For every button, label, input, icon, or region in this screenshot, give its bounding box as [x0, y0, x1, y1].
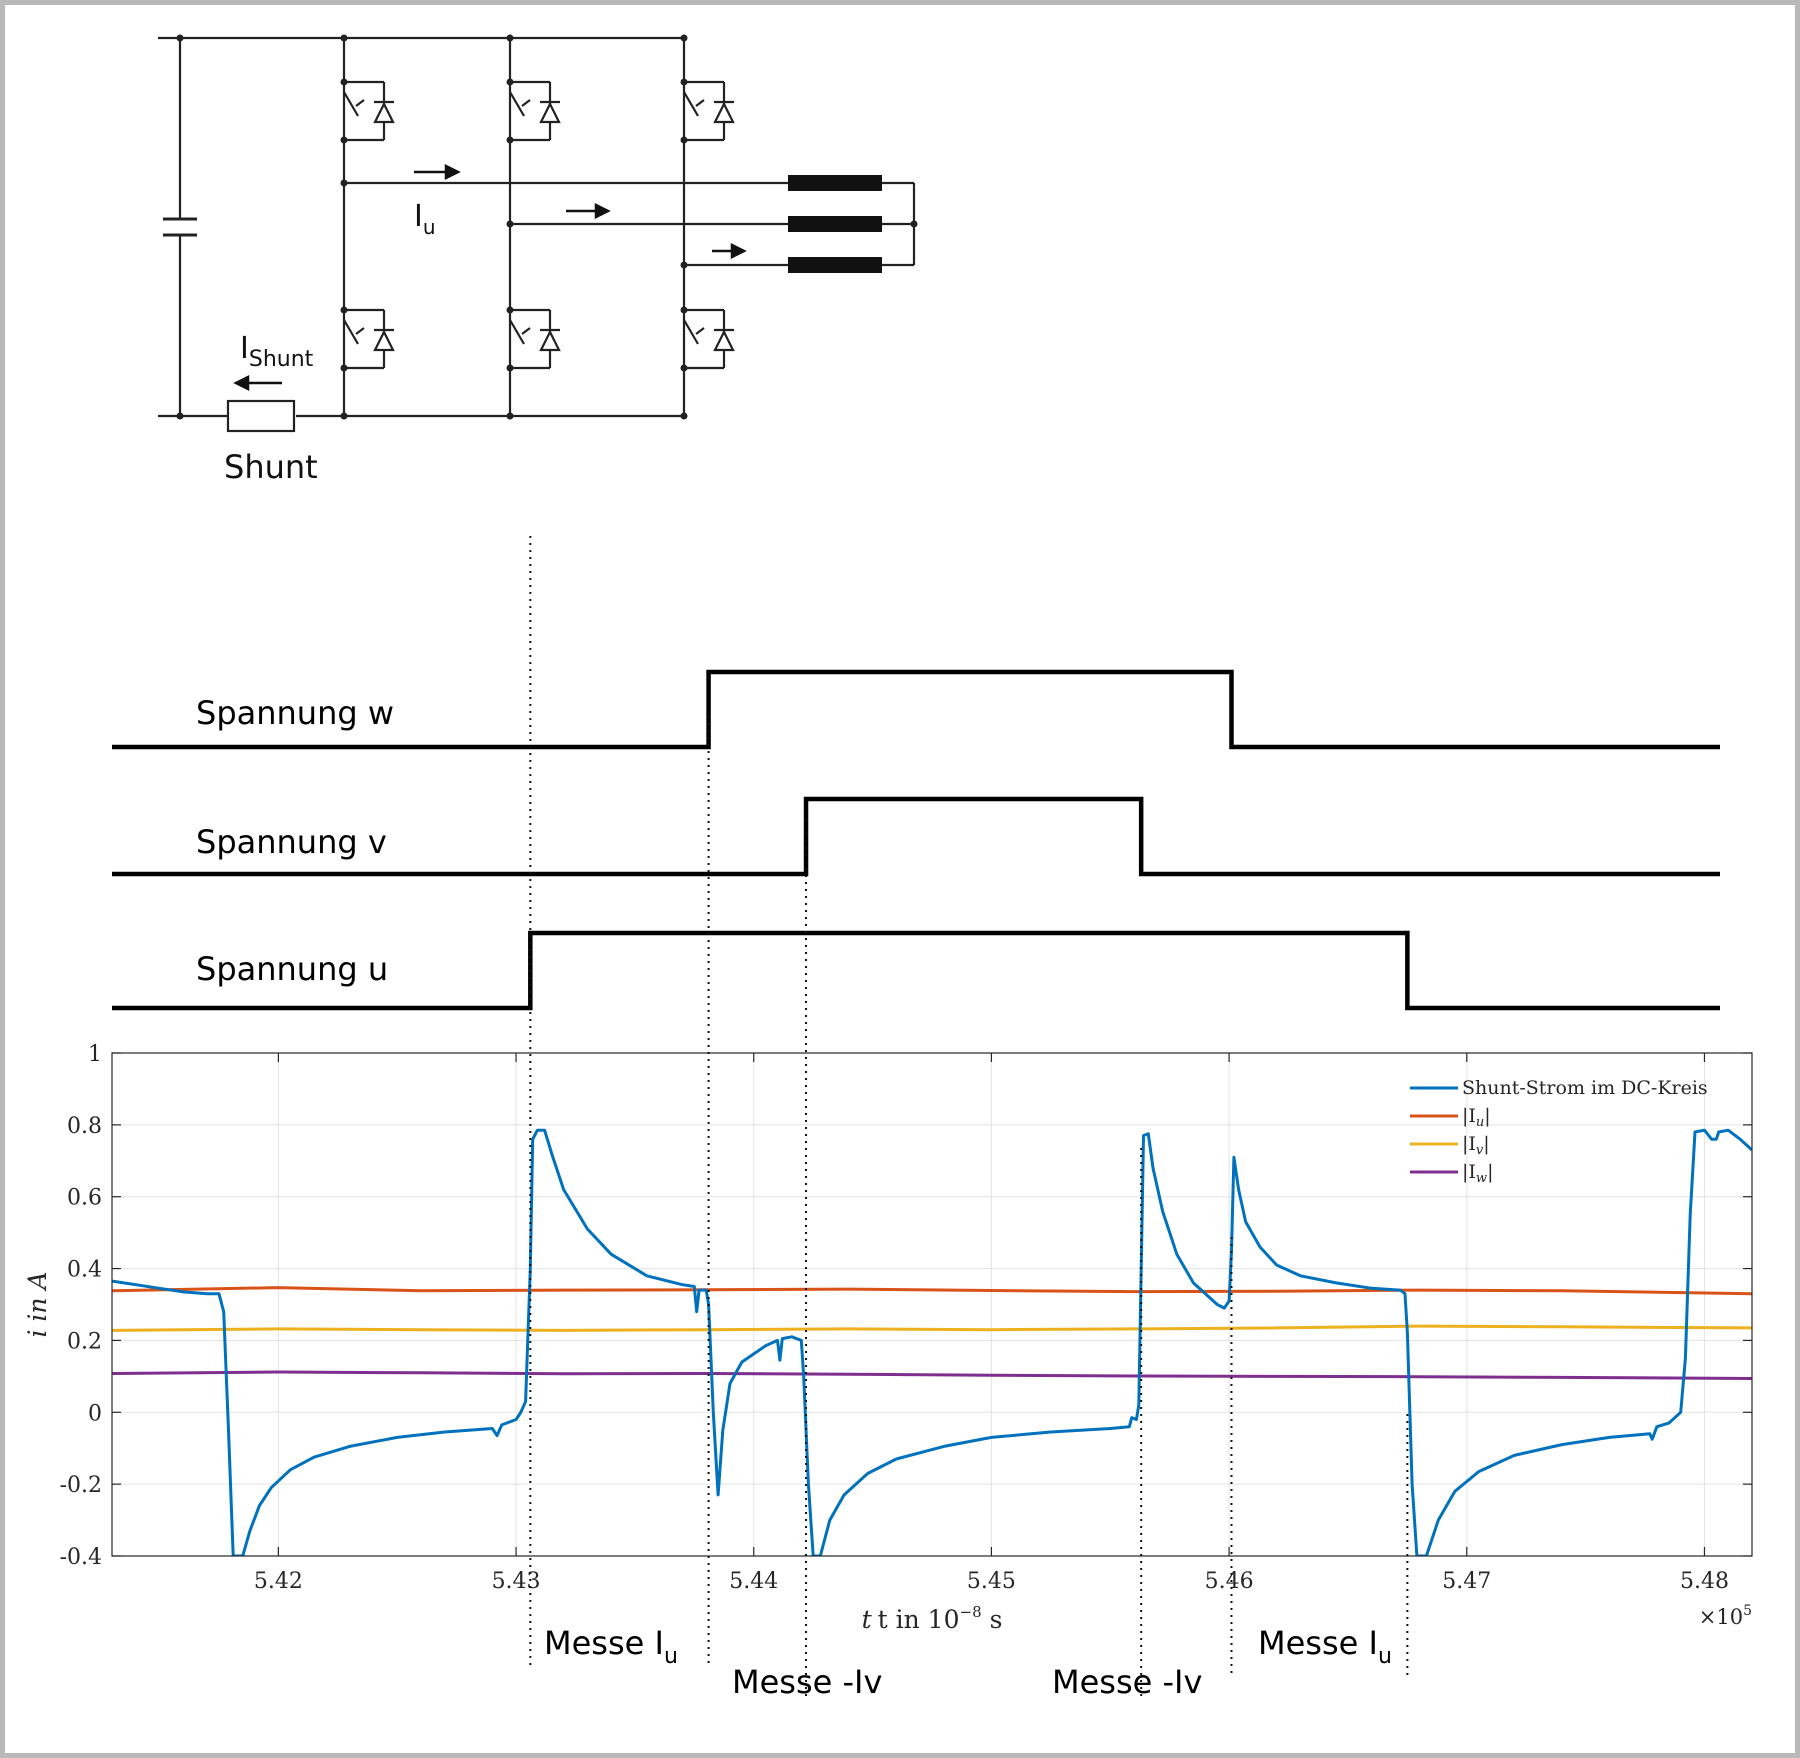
x-tick-label: 5.46 [1205, 1569, 1254, 1594]
x-axis-multiplier: ×105 [1699, 1603, 1752, 1629]
igbt-with-diode [509, 308, 561, 370]
switch-blade [683, 319, 699, 345]
y-tick-label: 0 [88, 1401, 102, 1426]
legend: Shunt-Strom im DC-Kreis |Iu| |Iv| |Iw| [1410, 1077, 1708, 1186]
x-tick-label: 5.43 [492, 1569, 541, 1594]
axis-ticks: 5.42 5.43 5.44 5.45 5.46 5.47 5.48 -0.4 -0.2 0 0.2… [60, 1042, 1752, 1594]
switch-blade [509, 319, 525, 345]
igbt-with-diode [683, 308, 735, 370]
y-tick-label: 1 [88, 1042, 102, 1067]
diode-triangle [373, 329, 395, 352]
inverter-circuit-diagram: Iu IShunt Shunt [158, 34, 918, 486]
switch-gate-tick [355, 99, 365, 107]
phase-labels: Messe Iu Messe -Iv Messe -Iv Messe Iu [544, 1624, 1392, 1701]
x-tick-label: 5.48 [1680, 1569, 1729, 1594]
phase-label: Messe -Iv [1052, 1663, 1202, 1701]
y-tick-label: 0.6 [67, 1186, 102, 1211]
igbt-with-diode [343, 308, 395, 370]
series-line-phase-u [112, 1286, 1752, 1296]
legend-entry: Shunt-Strom im DC-Kreis [1462, 1077, 1708, 1099]
diode-triangle [713, 101, 735, 124]
y-tick-label: -0.4 [60, 1545, 102, 1570]
current-plot: 5.42 5.43 5.44 5.45 5.46 5.47 5.48 -0.4 -0.2 0 0.2… [23, 1042, 1753, 1634]
switch-blade [683, 91, 699, 117]
switch-gate-tick [521, 99, 531, 107]
voltage-label: Spannung u [196, 950, 388, 988]
switch-blade [509, 91, 525, 117]
x-tick-label: 5.45 [967, 1569, 1016, 1594]
diode-triangle [373, 101, 395, 124]
series-line-shunt-current [112, 1128, 1752, 1556]
circuit-wires [158, 36, 916, 418]
diode-triangle [539, 329, 561, 352]
voltage-waveform [112, 930, 1720, 1011]
legend-entry: |Iu| [1462, 1105, 1491, 1130]
switch-gate-tick [521, 327, 531, 335]
igbt-with-diode [509, 80, 561, 142]
x-tick-label: 5.47 [1442, 1569, 1491, 1594]
current-arrows [233, 163, 747, 392]
voltage-label: Spannung v [196, 823, 387, 861]
switch-gate-tick [695, 99, 705, 107]
diode-triangle [539, 101, 561, 124]
legend-entry: |Iv| [1462, 1133, 1490, 1158]
legend-entry: |Iw| [1462, 1161, 1493, 1186]
y-tick-label: -0.2 [60, 1473, 102, 1498]
phase-label: Messe -Iv [732, 1663, 882, 1701]
switch-blade [343, 319, 359, 345]
shunt-current-label: IShunt [240, 331, 314, 372]
x-tick-label: 5.42 [254, 1569, 303, 1594]
igbt-with-diode [343, 80, 395, 142]
igbt-switches [343, 80, 735, 370]
y-axis-label: i in A [23, 1271, 52, 1337]
plot-frame [111, 1052, 1753, 1557]
phase-label: Messe Iu [544, 1624, 678, 1669]
timing-diagram: Spannung w Spannung v Spannung u [112, 669, 1720, 1011]
voltage-label: Spannung w [196, 694, 394, 732]
series-line-phase-v [112, 1324, 1752, 1332]
series-lines [112, 1128, 1752, 1556]
y-tick-label: 0.4 [67, 1258, 102, 1283]
y-tick-label: 0.2 [67, 1329, 102, 1354]
current-u-label: Iu [414, 199, 436, 239]
x-tick-label: 5.44 [729, 1569, 778, 1594]
voltage-waveform [112, 796, 1720, 877]
shunt-label: Shunt [224, 448, 318, 486]
switch-gate-tick [695, 327, 705, 335]
phase-label: Messe Iu [1258, 1624, 1392, 1669]
switch-blade [343, 91, 359, 117]
igbt-with-diode [683, 80, 735, 142]
load-windings [788, 175, 882, 273]
voltage-waveform [112, 669, 1720, 750]
diode-triangle [713, 329, 735, 352]
switch-gate-tick [355, 327, 365, 335]
series-line-phase-w [112, 1370, 1752, 1380]
time-markers [529, 536, 1409, 1700]
shunt-resistor [226, 399, 296, 433]
y-tick-label: 0.8 [67, 1114, 102, 1139]
plot-area [112, 1053, 1752, 1556]
